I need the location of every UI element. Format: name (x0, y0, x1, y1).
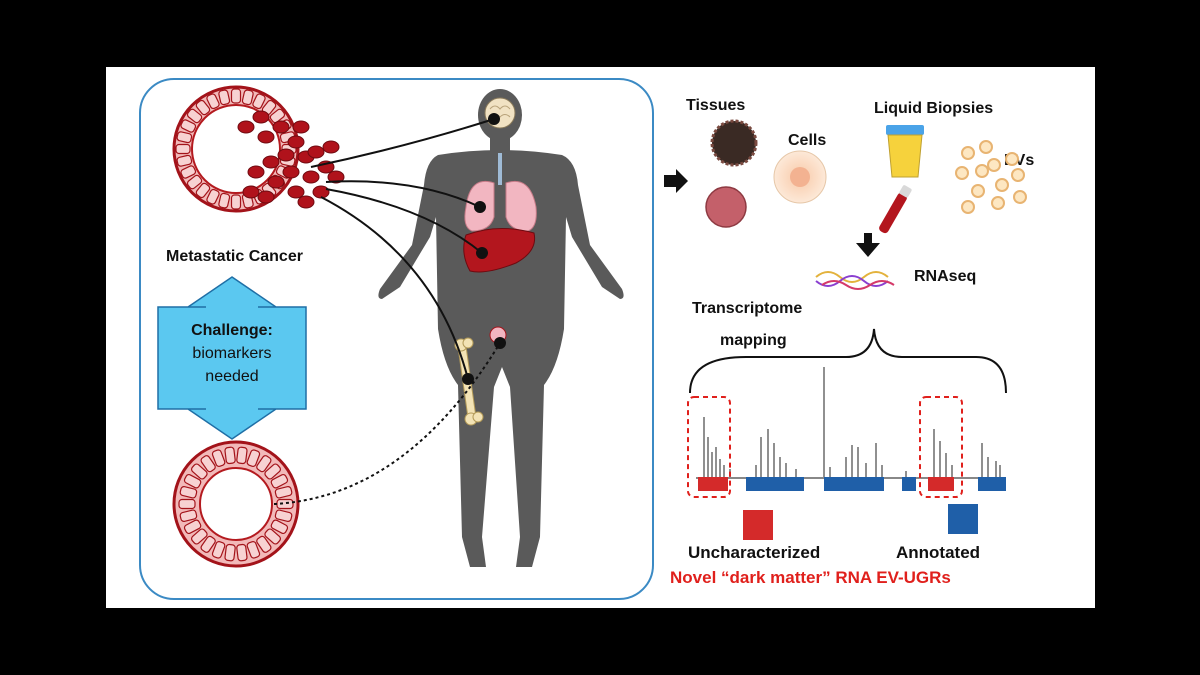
highlight-box (687, 396, 731, 498)
transcriptome-line2: mapping (720, 332, 787, 349)
down-arrow-icon (856, 233, 880, 257)
liver-icon (463, 227, 536, 273)
cell-icon (773, 150, 827, 204)
dark-matter-caption: Novel “dark matter” RNA EV-UGRs (670, 568, 951, 587)
annotated-region (902, 477, 916, 491)
annotated-legend-swatch (948, 504, 978, 534)
tissue-icon (705, 119, 758, 228)
annotated-region (978, 477, 1006, 491)
urine-cup-icon (886, 125, 924, 178)
figure-canvas: Metastatic Cancer Challenge: biomarkers … (106, 67, 1095, 608)
challenge-title: Challenge: (191, 322, 273, 339)
metastatic-tumor-icon (172, 85, 345, 213)
transcriptome-line1: Transcriptome (692, 300, 802, 317)
metastatic-cancer-label: Metastatic Cancer (166, 248, 303, 265)
uncharacterized-region (698, 477, 728, 491)
cells-label: Cells (788, 132, 826, 149)
normal-gland-icon (172, 440, 300, 568)
brain-icon (484, 97, 516, 129)
rna-helix-icon (815, 271, 895, 290)
annotated-region (746, 477, 804, 491)
right-arrow-icon (664, 169, 688, 193)
challenge-arrow-icon (157, 276, 307, 440)
uncharacterized-label: Uncharacterized (688, 543, 820, 562)
tissues-label: Tissues (686, 97, 745, 114)
figure-svg: Metastatic Cancer Challenge: biomarkers … (139, 78, 1034, 600)
left-panel-border (139, 78, 654, 600)
brace-icon (689, 328, 1007, 394)
rnaseq-label: RNAseq (914, 268, 976, 285)
metastasis-lines (273, 118, 501, 505)
coverage-track (687, 367, 1006, 498)
annotated-region (824, 477, 884, 491)
uncharacterized-region (928, 477, 954, 491)
ev-cluster-icon (955, 140, 1027, 214)
challenge-line1: biomarkers (192, 345, 271, 362)
challenge-line2: needed (205, 368, 258, 385)
annotated-label: Annotated (896, 543, 980, 562)
blood-tube-icon (879, 185, 912, 234)
bone-icon (454, 337, 484, 426)
liquid-biopsies-label: Liquid Biopsies (874, 100, 993, 117)
highlight-box (919, 396, 963, 498)
uncharacterized-legend-swatch (743, 510, 773, 540)
